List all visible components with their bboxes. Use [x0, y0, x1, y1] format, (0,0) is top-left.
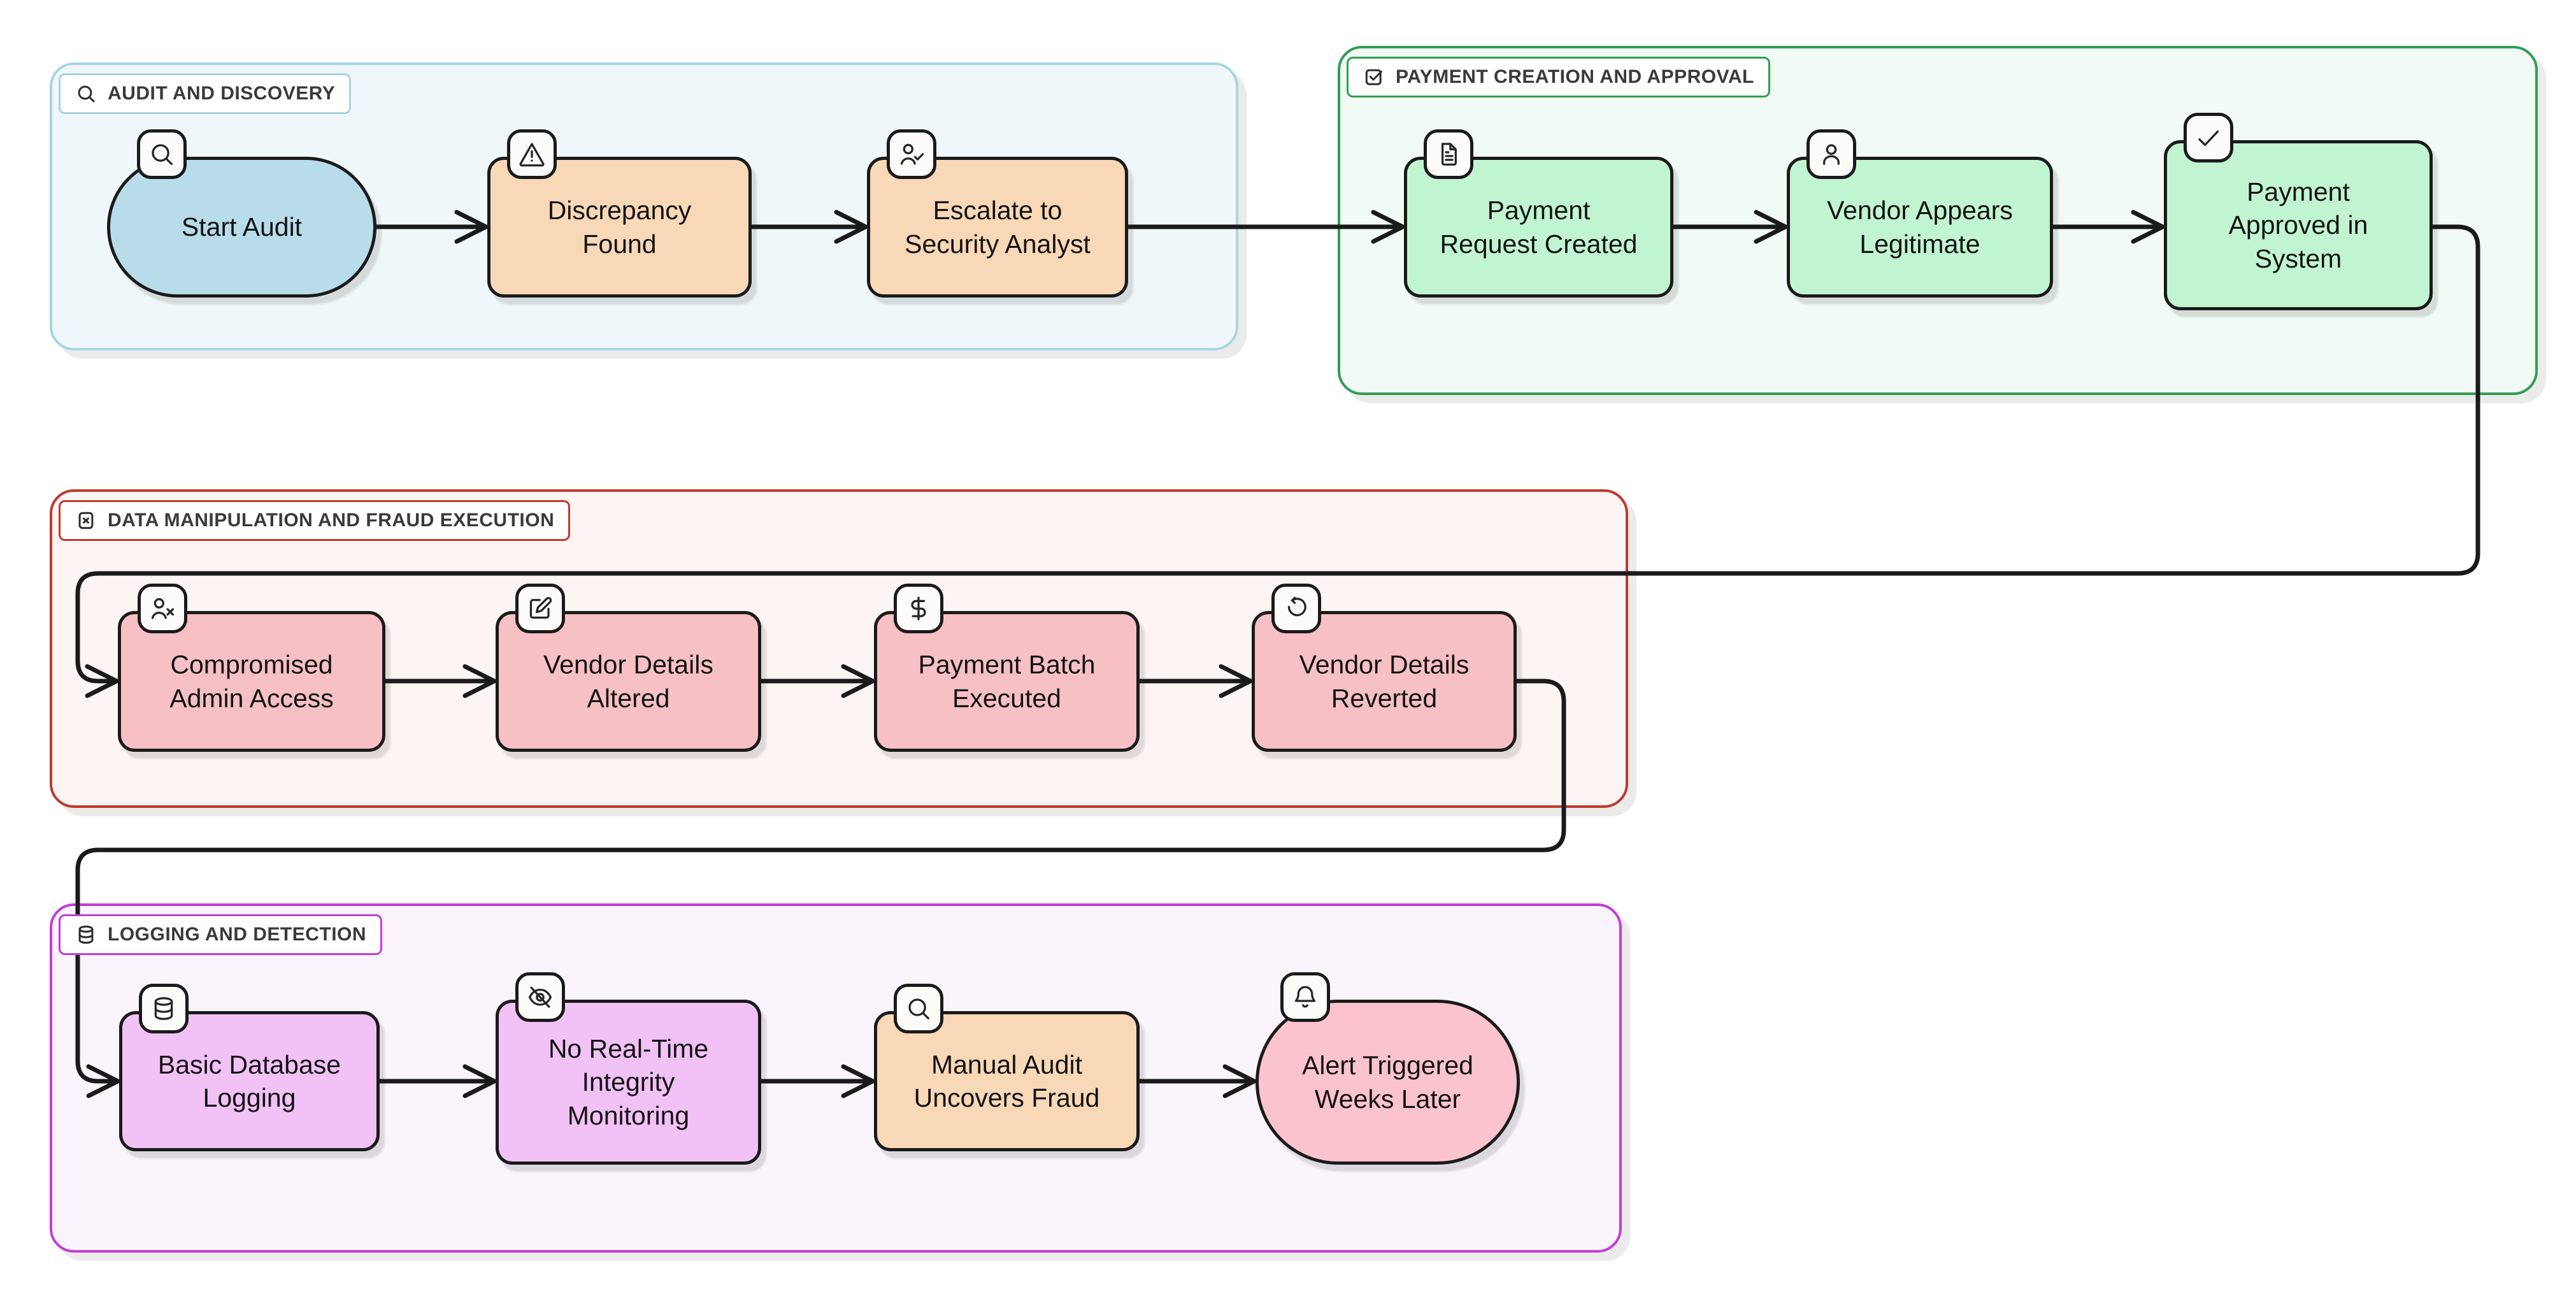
checkbox-icon: [1363, 66, 1385, 89]
node-basic-database-logging: Basic Database Logging: [119, 984, 380, 1151]
node-label: Payment Approved in System: [2228, 176, 2368, 273]
group-logging-and-detection-badge: LOGGING AND DETECTION: [59, 914, 383, 955]
node-label: Compromised Admin Access: [169, 650, 334, 713]
node-label: Start Audit: [181, 212, 303, 242]
node-vendor-details-reverted: Vendor Details Reverted: [1252, 584, 1517, 752]
node-payment-batch-executed: Payment Batch Executed: [874, 584, 1140, 752]
document-icon: [1424, 129, 1473, 179]
dollar-icon: [894, 584, 943, 633]
user-check-icon: [887, 129, 936, 179]
node-vendor-appears-legitimate: Vendor Appears Legitimate: [1787, 129, 2053, 298]
node-start-audit: Start Audit: [107, 129, 376, 298]
node-label: Vendor Details Altered: [543, 650, 713, 713]
node-payment-approved-in-system: Payment Approved in System: [2164, 113, 2433, 310]
group-label: LOGGING AND DETECTION: [108, 924, 367, 945]
eye-off-icon: [515, 972, 565, 1022]
undo-icon: [1271, 584, 1321, 633]
group-data-manipulation-and-fraud-execution-badge: DATA MANIPULATION AND FRAUD EXECUTION: [59, 500, 571, 541]
magnifier-icon: [894, 984, 943, 1033]
magnifier-icon: [75, 82, 97, 105]
magnifier-icon: [137, 129, 187, 179]
user-x-icon: [138, 584, 187, 633]
alert-triangle-icon: [507, 129, 557, 179]
edit-icon: [515, 584, 565, 633]
node-no-real-time-integrity-monitoring: No Real-Time Integrity Monitoring: [496, 972, 761, 1165]
group-audit-and-discovery-badge: AUDIT AND DISCOVERY: [59, 73, 352, 114]
node-vendor-details-altered: Vendor Details Altered: [496, 584, 761, 752]
node-label: Vendor Appears Legitimate: [1827, 196, 2013, 259]
node-label: Basic Database Logging: [157, 1049, 341, 1112]
node-label: Discrepancy Found: [547, 196, 692, 259]
bell-icon: [1280, 972, 1330, 1022]
node-payment-request-created: Payment Request Created: [1404, 129, 1673, 298]
node-label: Manual Audit Uncovers Fraud: [913, 1049, 1100, 1112]
database-icon: [139, 984, 189, 1033]
node-alert-triggered-weeks-later: Alert Triggered Weeks Later: [1256, 972, 1520, 1165]
node-escalate-to-security-analyst: Escalate to Security Analyst: [867, 129, 1128, 298]
group-label: PAYMENT CREATION AND APPROVAL: [1396, 66, 1754, 87]
node-label: Payment Request Created: [1440, 196, 1638, 259]
node-label: Escalate to Security Analyst: [905, 196, 1091, 259]
node-label: Payment Batch Executed: [918, 650, 1096, 713]
node-label: No Real-Time Integrity Monitoring: [548, 1033, 709, 1130]
group-payment-creation-and-approval-badge: PAYMENT CREATION AND APPROVAL: [1347, 57, 1770, 97]
group-label: AUDIT AND DISCOVERY: [108, 83, 336, 104]
check-icon: [2184, 113, 2233, 162]
node-compromised-admin-access: Compromised Admin Access: [118, 584, 385, 752]
group-label: DATA MANIPULATION AND FRAUD EXECUTION: [108, 510, 555, 531]
node-discrepancy-found: Discrepancy Found: [487, 129, 752, 298]
square-x-icon: [75, 509, 97, 532]
node-manual-audit-uncovers-fraud: Manual Audit Uncovers Fraud: [874, 984, 1140, 1151]
user-icon: [1807, 129, 1856, 179]
database-icon: [75, 923, 97, 946]
node-label: Vendor Details Reverted: [1299, 650, 1470, 713]
node-label: Alert Triggered Weeks Later: [1302, 1051, 1473, 1114]
